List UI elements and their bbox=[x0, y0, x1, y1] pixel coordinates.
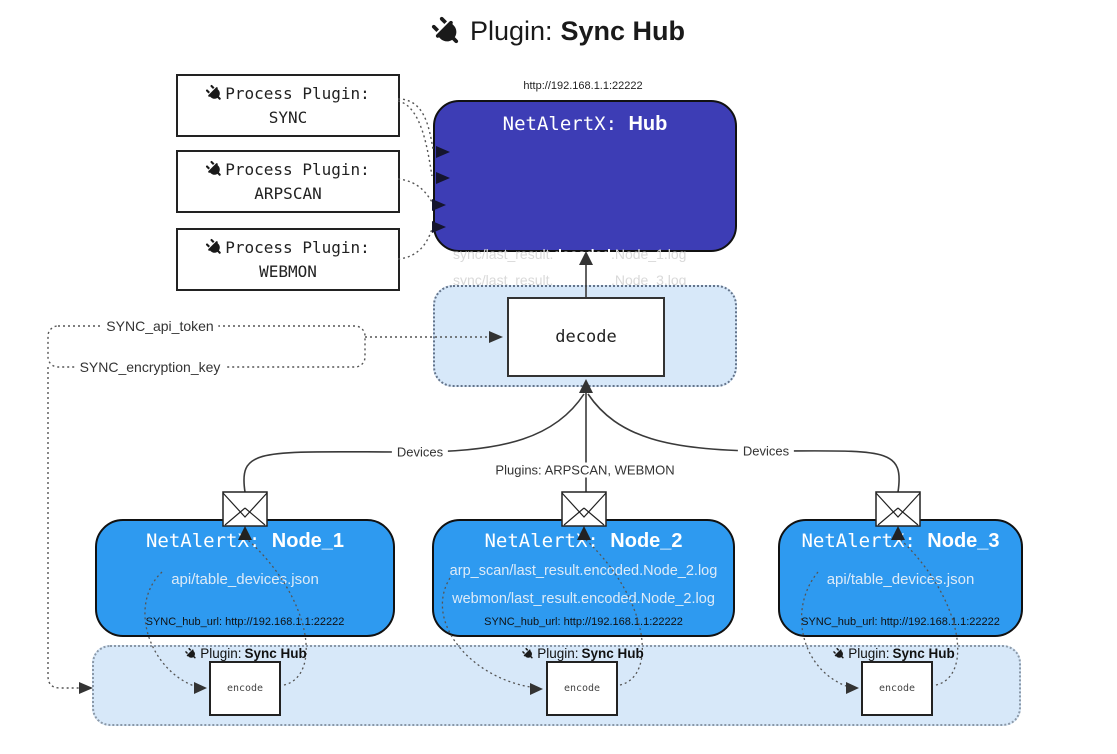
node-title: NetAlertX: Node_1 bbox=[145, 530, 345, 552]
decode-box: decode bbox=[507, 297, 665, 377]
plug-icon bbox=[185, 647, 197, 660]
plug-icon bbox=[206, 84, 223, 102]
encoder-plugin-label: Plugin:Sync Hub bbox=[522, 646, 644, 661]
plug-icon bbox=[833, 647, 845, 660]
page-title: Plugin: Sync Hub bbox=[0, 16, 1117, 47]
encoder-plugin-label: Plugin:Sync Hub bbox=[185, 646, 307, 661]
process-plugin-name: ARPSCAN bbox=[254, 183, 322, 203]
plugin-to-hub-edges bbox=[397, 98, 434, 260]
sync-encryption-key-label: SYNC_encryption_key bbox=[74, 359, 226, 375]
node-file: webmon/last_result.encoded.Node_2.log bbox=[452, 591, 715, 607]
plug-icon bbox=[206, 160, 223, 178]
process-plugin-sync-box: Process Plugin: SYNC bbox=[176, 74, 400, 137]
process-plugin-webmon-box: Process Plugin: WEBMON bbox=[176, 228, 400, 291]
plug-icon bbox=[431, 16, 462, 47]
node-file: arp_scan/last_result.encoded.Node_2.log bbox=[449, 563, 718, 579]
config-arrowheads bbox=[79, 331, 503, 694]
sync-api-token-label: SYNC_api_token bbox=[101, 318, 219, 334]
plug-icon bbox=[206, 238, 223, 256]
process-plugin-name: SYNC bbox=[268, 107, 308, 127]
title-prefix: Plugin: bbox=[469, 16, 553, 46]
process-plugin-label: Process Plugin: bbox=[225, 159, 370, 179]
node-title: NetAlertX: Node_2 bbox=[484, 530, 683, 552]
devices-left-label: Devices bbox=[391, 444, 449, 460]
devices-right-label: Devices bbox=[737, 443, 795, 459]
encode-box-1: encode bbox=[209, 661, 281, 716]
hub-box: NetAlertX: Hub sync/last_result.decoded.… bbox=[433, 100, 737, 337]
node-hub-url: SYNC_hub_url: http://192.168.1.1:22222 bbox=[145, 616, 345, 628]
encoder-plugin-label: Plugin:Sync Hub bbox=[833, 646, 955, 661]
title-name: Sync Hub bbox=[560, 16, 686, 46]
plugins-mid-label: Plugins: ARPSCAN, WEBMON bbox=[490, 462, 680, 478]
node-hub-url: SYNC_hub_url: http://192.168.1.1:22222 bbox=[801, 616, 1000, 628]
process-plugin-label: Process Plugin: bbox=[225, 237, 370, 257]
hub-log-line: sync/last_result.decoded.Node_3.log bbox=[453, 272, 687, 288]
node-1-box: NetAlertX: Node_1 api/table_devices.json… bbox=[95, 519, 395, 637]
node-2-box: NetAlertX: Node_2 arp_scan/last_result.e… bbox=[432, 519, 735, 637]
encode-box-2: encode bbox=[546, 661, 618, 716]
node-file: api/table_devices.json bbox=[826, 571, 975, 588]
node-hub-url: SYNC_hub_url: http://192.168.1.1:22222 bbox=[484, 616, 683, 628]
hub-log-line: sync/last_result.decoded.Node_1.log bbox=[453, 246, 687, 262]
node-file: api/table_devices.json bbox=[171, 571, 319, 588]
process-plugin-arpscan-box: Process Plugin: ARPSCAN bbox=[176, 150, 400, 213]
node-title: NetAlertX: Node_3 bbox=[801, 530, 1000, 552]
hub-url-label: http://192.168.1.1:22222 bbox=[523, 80, 643, 92]
plug-icon bbox=[522, 647, 534, 660]
node-3-box: NetAlertX: Node_3 api/table_devices.json… bbox=[778, 519, 1023, 637]
process-plugin-label: Process Plugin: bbox=[225, 83, 370, 103]
hub-title: NetAlertX: Hub bbox=[502, 113, 668, 135]
encode-box-3: encode bbox=[861, 661, 933, 716]
process-plugin-name: WEBMON bbox=[259, 261, 317, 281]
